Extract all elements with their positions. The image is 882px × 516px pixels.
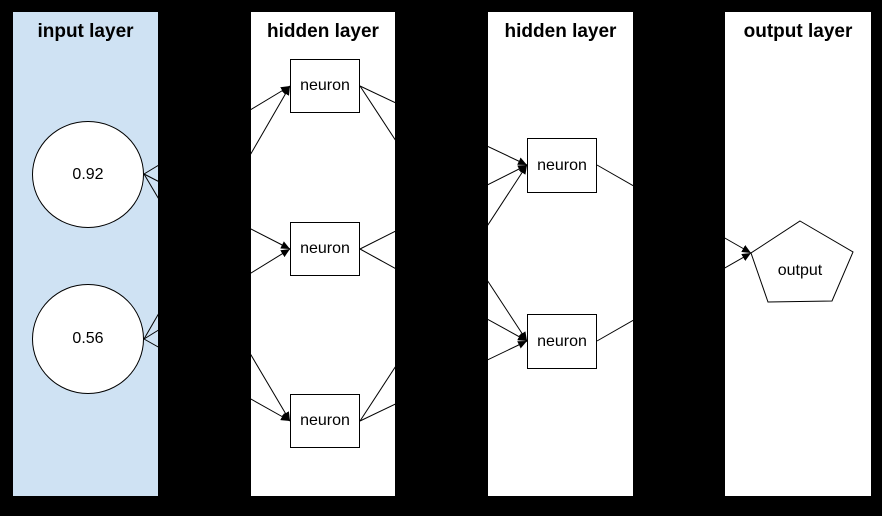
hidden1-neuron-1-label: neuron	[300, 77, 350, 94]
hidden2-neuron-1: neuron	[527, 138, 597, 193]
input-node-1: 0.92	[32, 121, 144, 228]
hidden1-neuron-2-label: neuron	[300, 240, 350, 257]
input-node-2: 0.56	[32, 284, 144, 394]
hidden2-neuron-2-label: neuron	[537, 332, 587, 350]
hidden-layer-2-title: hidden layer	[504, 21, 617, 42]
hidden2-neuron-1-label: neuron	[537, 156, 587, 174]
hidden2-neuron-2: neuron	[527, 314, 597, 369]
panel-output-layer: output layer	[725, 12, 871, 496]
panel-hidden-layer-2: hidden layer	[488, 12, 633, 496]
input-node-2-value: 0.56	[72, 330, 104, 347]
input-layer-title: input layer	[37, 21, 134, 42]
hidden1-neuron-3-label: neuron	[300, 412, 350, 429]
hidden1-neuron-2: neuron	[290, 222, 360, 276]
hidden1-neuron-3: neuron	[290, 394, 360, 448]
hidden-layer-1-title: hidden layer	[267, 21, 379, 42]
panel-input-layer: input layer	[13, 12, 158, 496]
output-layer-title: output layer	[743, 21, 853, 42]
hidden1-neuron-1: neuron	[290, 59, 360, 113]
input-node-1-value: 0.92	[72, 165, 104, 183]
output-node-label: output	[777, 262, 823, 279]
